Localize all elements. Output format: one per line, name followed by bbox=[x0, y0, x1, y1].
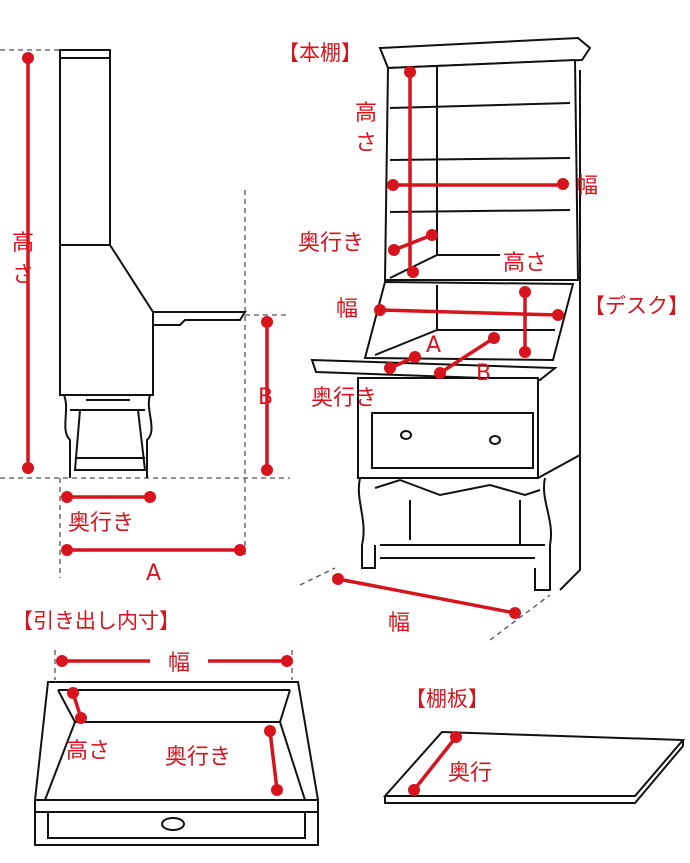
side-height-label: 高 bbox=[12, 231, 34, 256]
drawer-inner-diagram: 【引き出し内寸】 幅 高さ 奥行き bbox=[12, 609, 319, 846]
bookshelf-title: 【本棚】 bbox=[278, 41, 362, 65]
desk-depth-label: 奥行き bbox=[311, 386, 377, 411]
drawer-height-label: 高さ bbox=[66, 739, 110, 764]
desk-width-label: 幅 bbox=[336, 297, 358, 322]
side-depth-label: 奥行き bbox=[68, 511, 134, 536]
bureau-bookcase: 【本棚】 高 さ 幅 奥行き 高さ 【デスク】 幅 A B 奥行き 幅 bbox=[278, 36, 689, 641]
drawer-depth-label: 奥行き bbox=[165, 745, 231, 770]
desk-b-label: B bbox=[476, 361, 491, 386]
drawer-title: 【引き出し内寸】 bbox=[12, 609, 180, 633]
bookshelf-height-label-2: さ bbox=[355, 131, 377, 156]
side-view: 高 さ B 奥行き A bbox=[0, 49, 290, 586]
desk-height-label: 高さ bbox=[503, 251, 547, 276]
bookshelf-depth-label: 奥行き bbox=[298, 231, 364, 256]
desk-a-label: A bbox=[426, 333, 441, 358]
shelf-board-diagram: 【棚板】 奥行 bbox=[382, 687, 686, 804]
side-b-label: B bbox=[258, 385, 273, 410]
bookshelf-height-label: 高 bbox=[355, 101, 377, 126]
overall-width-label: 幅 bbox=[388, 611, 410, 636]
bookshelf-width-label: 幅 bbox=[576, 174, 598, 199]
shelf-board-title: 【棚板】 bbox=[405, 687, 489, 711]
drawer-width-label: 幅 bbox=[168, 651, 190, 676]
shelf-board-depth-label: 奥行 bbox=[448, 761, 492, 786]
side-height-label-2: さ bbox=[12, 263, 34, 288]
side-a-label: A bbox=[146, 561, 161, 586]
desk-title: 【デスク】 bbox=[584, 294, 689, 318]
